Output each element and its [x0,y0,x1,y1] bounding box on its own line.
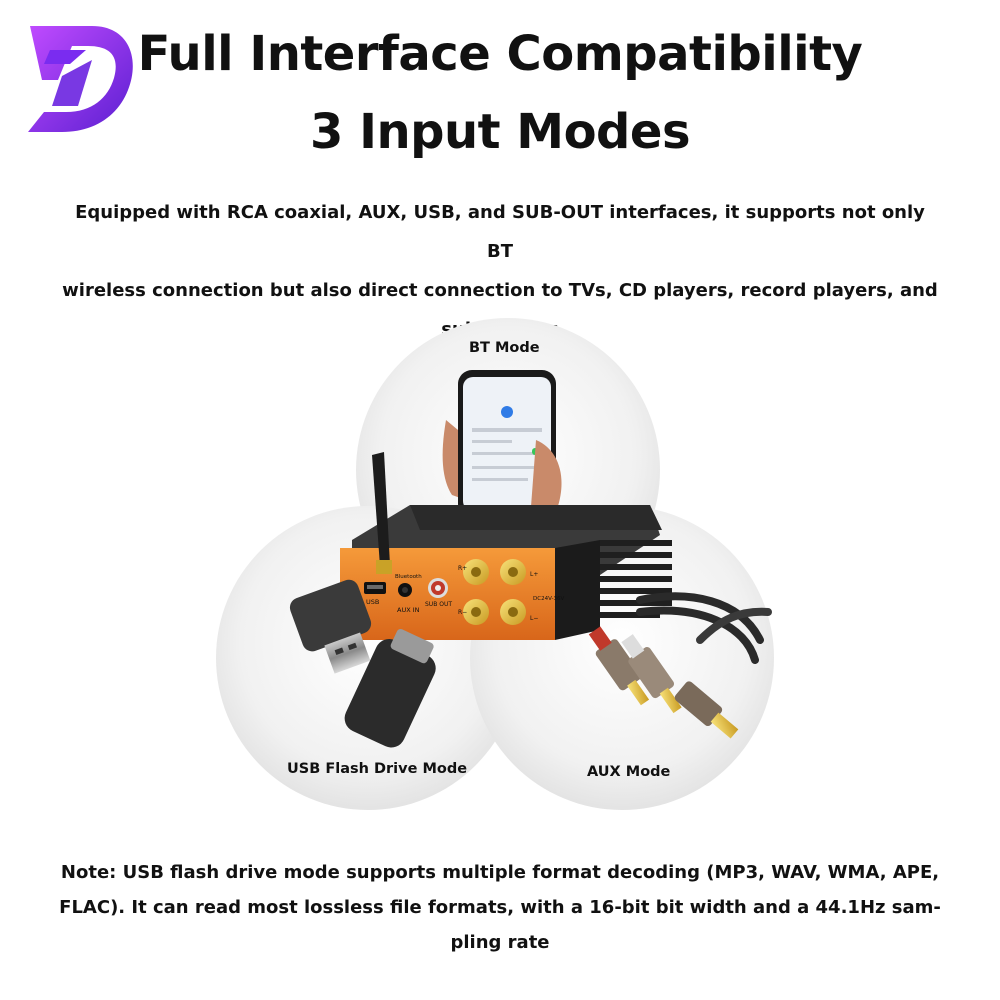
l-minus-label: L− [530,615,538,622]
usb-mode-label: USB Flash Drive Mode [287,761,468,777]
power-label: DC24V-36V [533,596,564,602]
aux-mode-label: AUX Mode [587,764,671,780]
aux-in-label: AUX IN [397,606,420,614]
page-subtitle: 3 Input Modes [309,104,691,160]
note-line: pling rate [450,932,550,953]
bt-mode-label: BT Mode [469,340,540,356]
sub-out-label: SUB OUT [425,601,452,608]
brand-logo-icon [28,26,133,132]
rca-aux-cable-icon [636,592,772,664]
note-line: Note: USB flash drive mode supports mult… [60,862,940,883]
description-line: wireless connection but also direct conn… [62,280,938,301]
note-text: Note: USB flash drive mode supports mult… [55,855,945,960]
description-line: Equipped with RCA coaxial, AUX, USB, and… [75,202,925,262]
amplifier-device [340,452,672,640]
usb-flash-drive-icon [289,579,436,748]
usb-port-label: USB [366,598,379,606]
page-title: Full Interface Compatibility [137,26,863,82]
rca-plug-icon [588,626,739,739]
l-plus-label: L+ [530,571,538,578]
r-plus-label: R+ [458,565,467,572]
smartphone-icon [442,370,562,520]
r-minus-label: R− [458,609,467,616]
description-text: Equipped with RCA coaxial, AUX, USB, and… [60,193,940,349]
bluetooth-label: Bluetooth [395,574,422,580]
note-line: FLAC). It can read most lossless file fo… [59,897,941,918]
